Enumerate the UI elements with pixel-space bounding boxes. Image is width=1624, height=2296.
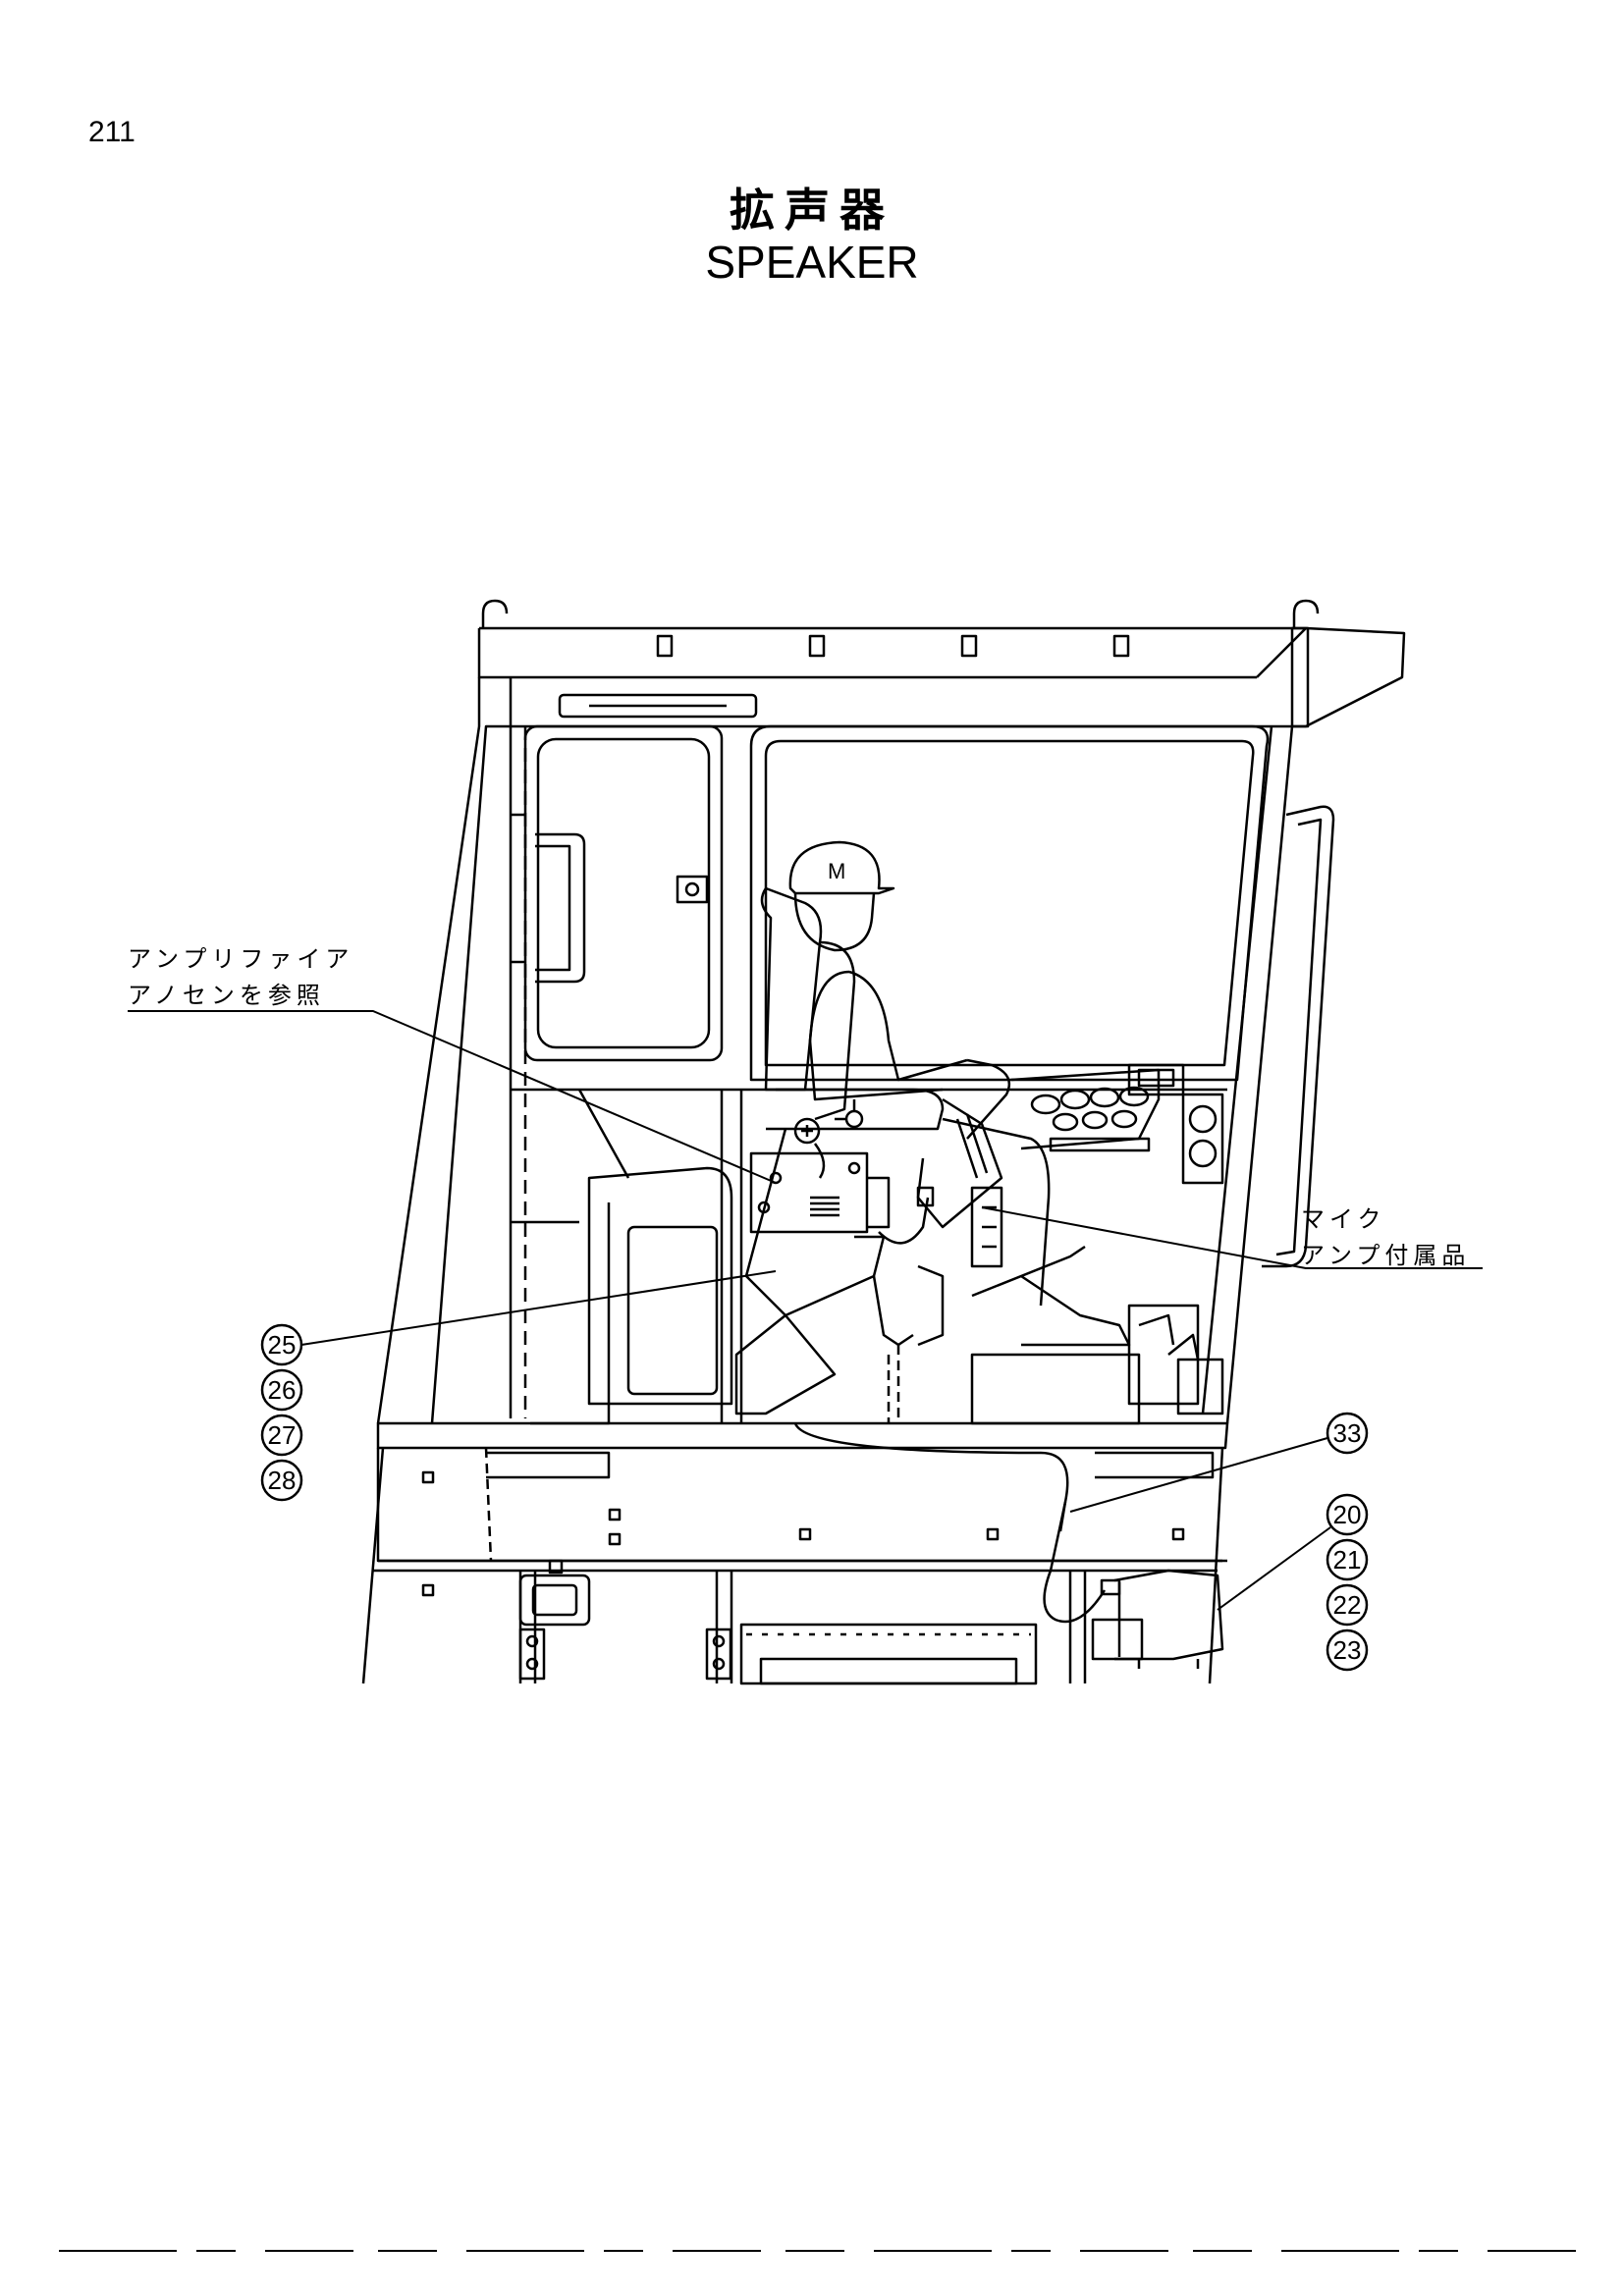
part-number-26: 26	[268, 1375, 297, 1405]
leader-lines	[128, 1010, 1483, 1611]
part-number-27: 27	[268, 1420, 297, 1450]
operator-figure	[788, 840, 1131, 1347]
helmet-letter: M	[828, 859, 845, 883]
page-title-english: SPEAKER	[705, 237, 919, 288]
lifting-hooks	[481, 599, 1320, 728]
part-number-22: 22	[1333, 1590, 1362, 1620]
cab-base	[361, 1421, 1229, 1685]
part-number-21: 21	[1333, 1545, 1362, 1575]
part-number-balloons: 25 26 27 28 33 20 21 22 23	[260, 1323, 1369, 1672]
control-console	[887, 1063, 1224, 1425]
door-window	[511, 724, 724, 1062]
part-number-33: 33	[1333, 1418, 1362, 1448]
callout-mic-line1: マイク	[1301, 1205, 1386, 1233]
part-number-20: 20	[1333, 1500, 1362, 1529]
callout-amplifier-line2: アノセンを参照	[128, 982, 325, 1009]
part-number-25: 25	[268, 1330, 297, 1360]
speaker-cable	[793, 1422, 1107, 1624]
front-windshield	[749, 724, 1270, 1082]
page-number: 211	[88, 116, 135, 148]
page-title-japanese: 拡声器	[730, 184, 894, 237]
callout-mic-line2: アンプ付属品	[1301, 1242, 1470, 1269]
cab-roof	[477, 626, 1406, 728]
speaker	[1091, 1569, 1224, 1669]
amplifier-unit	[749, 1099, 935, 1245]
part-number-23: 23	[1333, 1635, 1362, 1665]
part-number-28: 28	[268, 1466, 297, 1495]
callout-amplifier-line1: アンプリファイア	[128, 945, 353, 973]
operator-seat	[734, 886, 945, 1415]
side-mirror	[1262, 805, 1335, 1268]
